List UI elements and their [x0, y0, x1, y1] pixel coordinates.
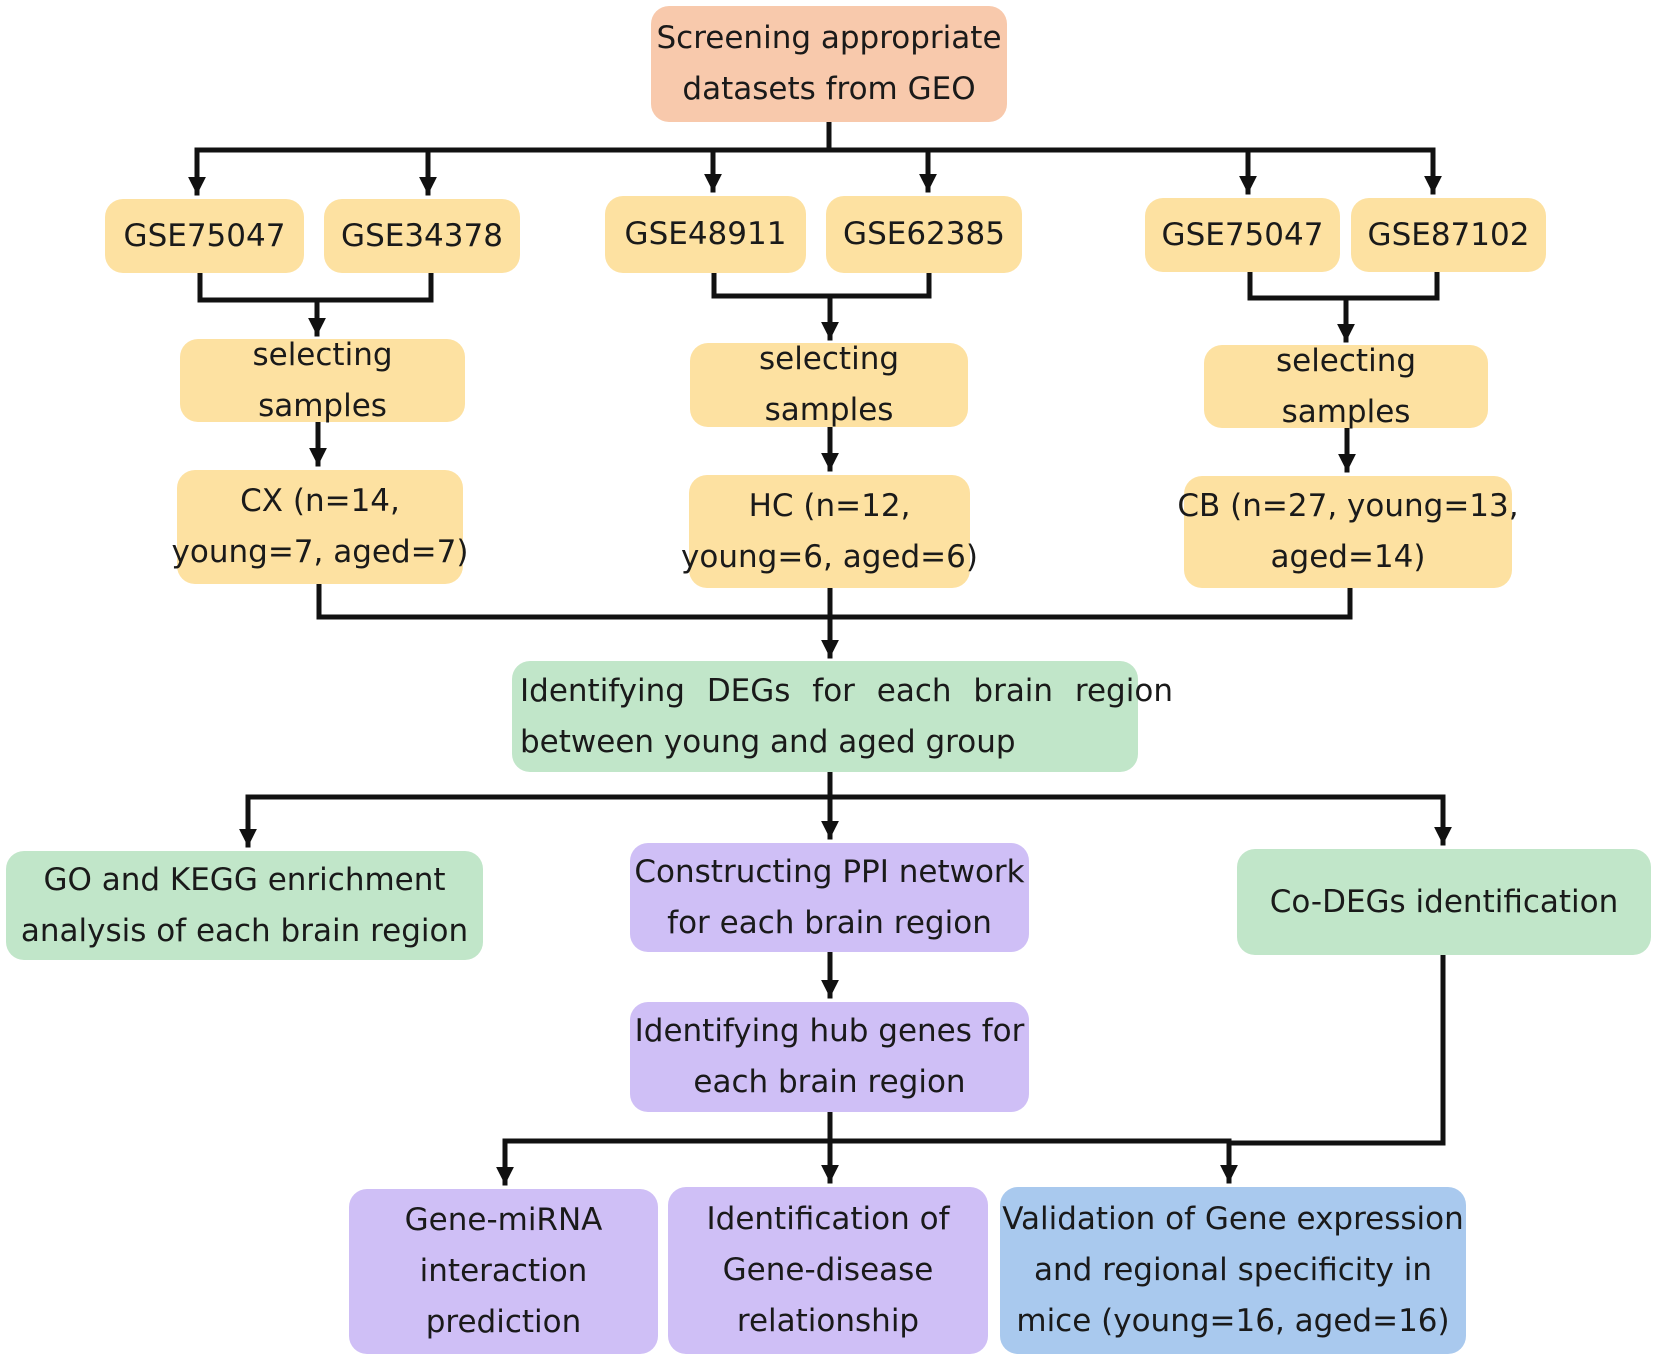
- node-region-cb: CB (n=27, young=13, aged=14): [1177, 476, 1519, 588]
- node-text-line: GO and KEGG enrichment: [43, 861, 446, 898]
- node-identifying-degs: Identifying DEGs for each brain region b…: [512, 661, 1173, 772]
- node-selecting-samples-cx: selecting samples: [180, 337, 465, 424]
- node-screening-datasets: Screening appropriate datasets from GEO: [651, 6, 1007, 122]
- node-label: selecting samples: [1275, 342, 1417, 430]
- node-gse48911: GSE48911: [605, 196, 806, 273]
- node-label: selecting samples: [758, 341, 900, 428]
- node-gse62385: GSE62385: [826, 196, 1022, 273]
- node-text-line: for each brain region: [667, 904, 992, 941]
- connector-cx-merge: [197, 270, 434, 303]
- connector-regions-merge: [316, 581, 1353, 620]
- node-text-line: CX (n=14,: [240, 483, 400, 519]
- node-label: GSE87102: [1367, 216, 1530, 253]
- node-text-line: HC (n=12,: [748, 487, 911, 524]
- node-label: Co-DEGs identification: [1269, 883, 1619, 920]
- node-go-kegg-enrichment: GO and KEGG enrichment analysis of each …: [6, 851, 483, 960]
- node-identifying-hub-genes: Identifying hub genes for each brain reg…: [630, 1002, 1029, 1112]
- node-gse75047-cb: GSE75047: [1145, 198, 1340, 272]
- node-text-line: between young and aged group: [520, 723, 1016, 760]
- node-text-line: Constructing PPI network: [634, 853, 1025, 890]
- node-label: GSE62385: [843, 216, 1005, 252]
- node-region-hc: HC (n=12, young=6, aged=6): [681, 475, 978, 588]
- node-text-line: Identifying DEGs for each brain region: [520, 672, 1173, 709]
- node-text-line: Identification of: [706, 1201, 950, 1237]
- node-label: GSE75047: [1161, 216, 1324, 253]
- node-text-line: Validation of Gene expression: [1002, 1201, 1464, 1237]
- connector-codeg-down: [1226, 952, 1446, 1146]
- node-text-line: young=6, aged=6): [681, 538, 978, 575]
- node-text-line: analysis of each brain region: [20, 912, 469, 949]
- node-region-cx: CX (n=14, young=7, aged=7): [172, 470, 468, 584]
- node-text-line: mice (young=16, aged=16): [1016, 1303, 1450, 1339]
- node-gene-disease-relationship: Identification of Gene-disease relations…: [668, 1187, 988, 1354]
- node-text-line: young=7, aged=7): [171, 534, 469, 570]
- node-label: GSE48911: [624, 216, 787, 252]
- node-text-line: CB (n=27, young=13,: [1177, 488, 1519, 524]
- node-text-line: prediction: [425, 1304, 582, 1340]
- node-selecting-samples-hc: selecting samples: [690, 341, 968, 428]
- node-text-line: interaction: [419, 1253, 588, 1289]
- node-gse87102: GSE87102: [1351, 198, 1546, 272]
- node-text-line: each brain region: [693, 1064, 966, 1100]
- node-text-line: aged=14): [1270, 539, 1426, 575]
- node-text-line: relationship: [736, 1303, 920, 1339]
- node-text-line: Screening appropriate: [656, 20, 1002, 56]
- node-text-line: Identifying hub genes for: [634, 1013, 1025, 1049]
- node-text-line: Gene-disease: [722, 1252, 934, 1288]
- connector-cb-merge: [1247, 269, 1440, 301]
- node-selecting-samples-cb: selecting samples: [1204, 343, 1488, 430]
- node-gse75047-cx: GSE75047: [105, 199, 304, 273]
- node-label: GSE75047: [123, 217, 286, 254]
- node-text-line: datasets from GEO: [682, 71, 976, 107]
- node-label: GSE34378: [341, 217, 503, 254]
- node-label: selecting samples: [252, 336, 393, 424]
- node-constructing-ppi: Constructing PPI network for each brain …: [630, 843, 1029, 952]
- node-text-line: Gene-miRNA: [404, 1202, 603, 1238]
- node-gse34378: GSE34378: [324, 199, 520, 273]
- node-text-line: and regional specificity in: [1033, 1252, 1433, 1288]
- node-gene-mirna-prediction: Gene-miRNA interaction prediction: [349, 1189, 658, 1354]
- connector-hc-merge: [711, 270, 932, 299]
- node-validation-gene-expression: Validation of Gene expression and region…: [1000, 1187, 1466, 1354]
- node-co-degs-identification: Co-DEGs identification: [1237, 849, 1651, 955]
